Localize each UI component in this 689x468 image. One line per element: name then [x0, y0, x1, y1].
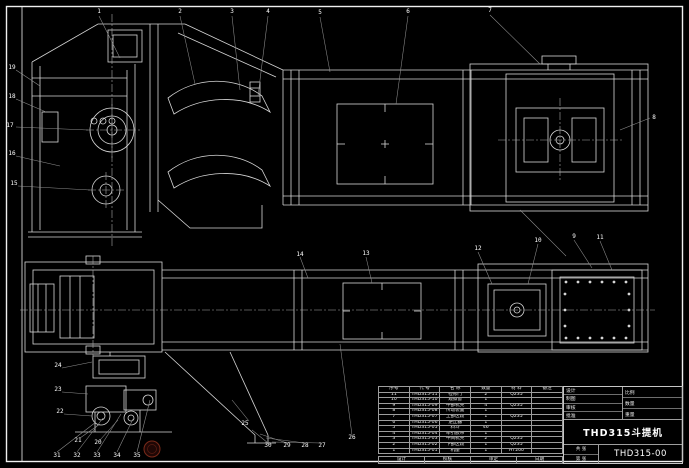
signature-cell: 日期 — [534, 457, 545, 462]
bom-cell — [531, 441, 563, 449]
leader-lines — [15, 14, 651, 453]
bom-cell — [531, 408, 563, 415]
sheet-no-label: 第 张 — [575, 456, 587, 462]
bom-cell: 1 — [469, 447, 502, 455]
centerlines — [20, 14, 655, 358]
qty-label: 数量 — [623, 398, 682, 409]
gearbox — [123, 389, 157, 411]
plan-inspection-door — [342, 282, 422, 340]
bom-cell: HT200 — [500, 447, 533, 455]
bom-cell: 1 — [378, 447, 410, 455]
approve-label: 批准 — [566, 413, 576, 419]
bom-cell: THD315-10 — [408, 397, 441, 404]
bom-cell: THD315-03 — [408, 436, 441, 443]
plan-bolt-holes — [563, 280, 631, 340]
motor-body — [85, 385, 127, 413]
bom-cell — [531, 430, 563, 438]
bom-cell — [531, 414, 563, 421]
plan-chute — [164, 351, 276, 444]
bom-cell — [531, 425, 563, 432]
design-label: 设计 — [564, 387, 622, 396]
bom-cell: THD315-07 — [408, 414, 441, 421]
plan-head-section — [24, 255, 163, 355]
bom-header-cell: 备注 — [531, 386, 563, 393]
check-label: 审核 — [564, 404, 622, 412]
bom-cell: THD315-02 — [408, 441, 441, 449]
bom-cell — [531, 397, 563, 404]
bom-cell: THD315-09 — [408, 402, 441, 410]
signature-cell: 校核 — [425, 457, 471, 463]
bom-cell: THD315-04 — [408, 430, 441, 438]
horizontal-casing — [282, 69, 648, 206]
drawing-title: THD315斗提机 — [564, 420, 682, 445]
bom-cell: THD315-01 — [408, 447, 441, 455]
sheets-label: 共 张 — [564, 445, 598, 455]
bucket-upper — [167, 80, 272, 115]
bom-cell — [531, 391, 563, 399]
weight-label: 重量 — [625, 412, 635, 418]
bom-cell — [531, 447, 563, 455]
bucket-section — [149, 24, 272, 229]
seal-stamp — [143, 440, 161, 458]
drawing-number: THD315-00 — [614, 449, 667, 459]
elevator-head-section — [28, 23, 284, 238]
bom-cell — [531, 436, 563, 443]
discharge-spout — [157, 199, 263, 229]
plan-motor-assembly — [75, 352, 172, 433]
title-block: 设计 制图 审核 批准 比例 数量 重量 THD315斗提机 共 张 第 张 T… — [563, 386, 683, 464]
bom-cell: THD315-05 — [408, 425, 441, 432]
signature-cell: 设计 — [379, 457, 425, 463]
title-block-approvals: 设计 制图 审核 批准 比例 数量 重量 — [564, 387, 682, 420]
sheet-frame — [5, 5, 684, 463]
draft-label: 制图 — [564, 395, 622, 404]
bom-header-row: 序号代 号名 称数量材 料备注 — [378, 386, 563, 393]
bom-cell: THD315-06 — [408, 419, 441, 427]
sheet-count-cells: 共 张 第 张 — [564, 445, 599, 463]
bom-cell — [531, 419, 563, 427]
side-elevation-view — [28, 23, 649, 238]
signature-strip: 设计 校核 审定 日期 — [378, 456, 563, 464]
scale-label: 比例 — [623, 387, 682, 398]
bom-cell: 机座 — [439, 447, 471, 455]
bom-cell — [531, 402, 563, 410]
bucket-lower — [167, 154, 272, 189]
plan-drive-end — [477, 263, 649, 353]
plan-view — [24, 255, 649, 444]
bom-cell: THD315-11 — [408, 391, 441, 399]
signature-cell: 审定 — [471, 457, 517, 463]
bom-cell: THD315-08 — [408, 408, 441, 415]
